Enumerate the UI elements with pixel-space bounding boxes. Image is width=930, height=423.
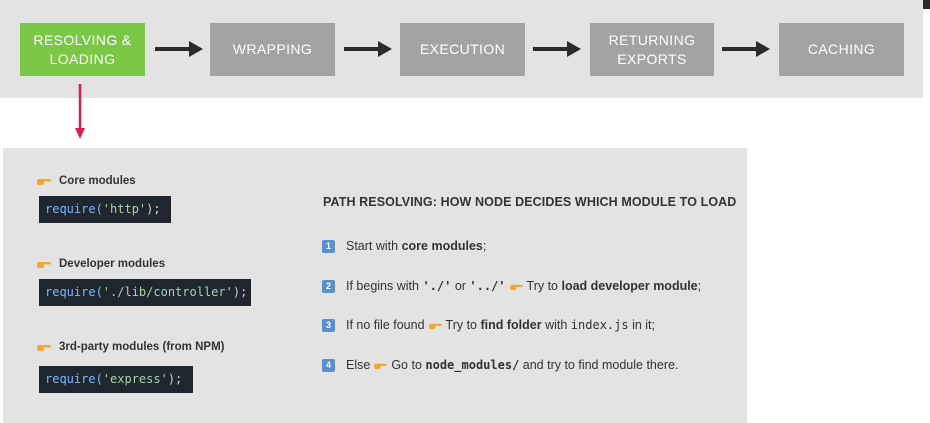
code-developer-module: require('./lib/controller');: [39, 279, 251, 306]
module-title: 3rd-party modules (from NPM): [59, 341, 225, 353]
pointing-hand-icon: [37, 179, 51, 185]
rule-2: 2 If begins with './' or '../' Try to lo…: [322, 279, 701, 293]
pointing-hand-icon: [37, 345, 51, 351]
number-badge-icon: 1: [322, 239, 335, 253]
module-pipeline: RESOLVING & LOADING WRAPPING EXECUTION R…: [0, 0, 923, 98]
step-resolving-loading: RESOLVING & LOADING: [20, 23, 145, 76]
right-arrow-icon: [722, 41, 770, 57]
right-arrow-icon: [155, 41, 203, 57]
step-returning-exports: RETURNING EXPORTS: [590, 23, 714, 76]
code-core-module: require('http');: [39, 196, 171, 223]
step-wrapping: WRAPPING: [210, 23, 335, 76]
down-arrow-icon: [75, 84, 85, 139]
right-arrow-icon: [533, 41, 581, 57]
rule-1: 1 Start with core modules;: [322, 239, 486, 253]
module-title: Core modules: [59, 175, 136, 187]
pointing-hand-icon: [37, 262, 51, 268]
core-modules-title: Core modules: [37, 175, 136, 187]
rule-4: 4 Else Go to node_modules/ and try to fi…: [322, 358, 678, 372]
number-badge-icon: 3: [322, 318, 335, 332]
right-arrow-icon: [344, 41, 392, 57]
pointing-hand-icon: [428, 323, 442, 329]
step-caching: CACHING: [779, 23, 904, 76]
number-badge-icon: 4: [322, 358, 335, 372]
pointing-hand-icon: [374, 363, 388, 369]
module-title: Developer modules: [59, 258, 166, 270]
resolving-heading: PATH RESOLVING: HOW NODE DECIDES WHICH M…: [323, 195, 737, 209]
step-execution: EXECUTION: [400, 23, 525, 76]
developer-modules-title: Developer modules: [37, 258, 165, 270]
pointing-hand-icon: [509, 284, 523, 290]
number-badge-icon: 2: [322, 279, 335, 293]
code-third-party-module: require('express');: [39, 366, 193, 393]
rule-3: 3 If no file found Try to find folder wi…: [322, 318, 655, 332]
third-party-modules-title: 3rd-party modules (from NPM): [37, 341, 225, 353]
